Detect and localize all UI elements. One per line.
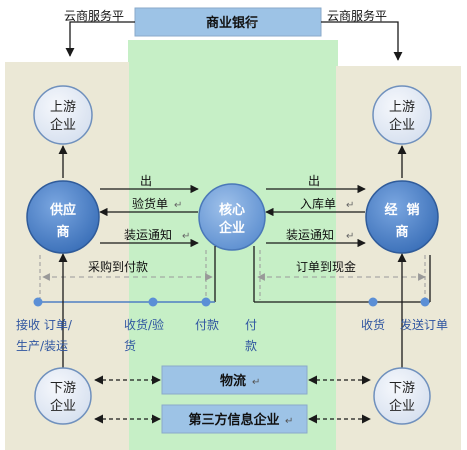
flow-left-shipping-label: 装运通知 [124,228,172,242]
return-mark: ↵ [252,377,260,388]
bank-to-left-connector [65,21,135,57]
upstream-right-label-2: 企业 [389,117,415,133]
upstream-left-label-2: 企业 [50,117,76,133]
label-receive-order-2: 生产/装运 [16,339,68,353]
dealer-node [365,180,439,254]
bank-label: 商业银行 [206,15,258,31]
downstream-left-label-2: 企业 [50,398,76,414]
downstream-right-node [373,367,431,425]
downstream-right-label-2: 企业 [389,398,415,414]
flow-left-out-label: 出 [140,174,152,188]
dealer-label-1: 经 销 [384,202,419,218]
logistics-box [161,365,308,395]
core-enterprise-node [198,183,266,251]
label-receive-inspect-2: 货 [124,338,136,353]
label-receive-order-1: 接收 订单/ [16,317,73,332]
flow-right-out-label: 出 [308,174,320,188]
downstream-left-label-1: 下游 [50,381,76,396]
return-mark: ↵ [248,17,257,30]
dealer-label-2: 商 [395,224,408,240]
timeline-dot [201,297,211,307]
logistics-label: 物流 [220,373,246,389]
upstream-right-node [372,85,432,145]
supplier-node [26,180,100,254]
timeline-dot [420,297,430,307]
timeline-dot [33,297,43,307]
cloud-label-right: 云商服务平 [327,8,387,23]
return-mark: ↵ [174,200,182,211]
flow-right-warehouse-label: 入库单 [300,196,336,211]
third-party-label: 第三方信息企业 [188,412,279,428]
purchase-to-payment-label: 采购到付款 [88,259,148,274]
label-receive-inspect-1: 收货/验 [124,317,164,332]
downstream-left-node [34,367,92,425]
bank-to-right-connector [321,21,403,61]
flow-right-shipping-label: 装运通知 [286,228,334,242]
label-payment-mid-1: 付 [245,318,257,332]
label-send-order: 发送订单 [400,317,448,332]
upstream-right-label-1: 上游 [389,100,415,115]
core-label-2: 企业 [218,220,245,236]
supplier-label-1: 供应 [49,202,76,218]
supplier-label-2: 商 [56,224,69,240]
return-mark: ↵ [182,231,190,242]
timeline-dot [148,297,158,307]
label-receive-right: 收货 [361,317,385,332]
return-mark: ↵ [346,231,354,242]
core-label-1: 核心 [219,202,245,218]
upstream-left-label-1: 上游 [50,100,76,115]
third-party-box [161,404,308,434]
return-mark: ↵ [285,416,293,427]
label-payment-left: 付款 [195,318,219,332]
cloud-label-left: 云商服务平 [64,8,124,23]
order-to-cash-label: 订单到现金 [296,259,356,274]
flow-left-inspection-label: 验货单 [132,196,168,211]
timeline-dot [368,297,378,307]
downstream-right-label-1: 下游 [389,381,415,396]
upstream-left-node [33,85,93,145]
label-payment-mid-2: 款 [245,339,257,353]
return-mark: ↵ [346,200,354,211]
